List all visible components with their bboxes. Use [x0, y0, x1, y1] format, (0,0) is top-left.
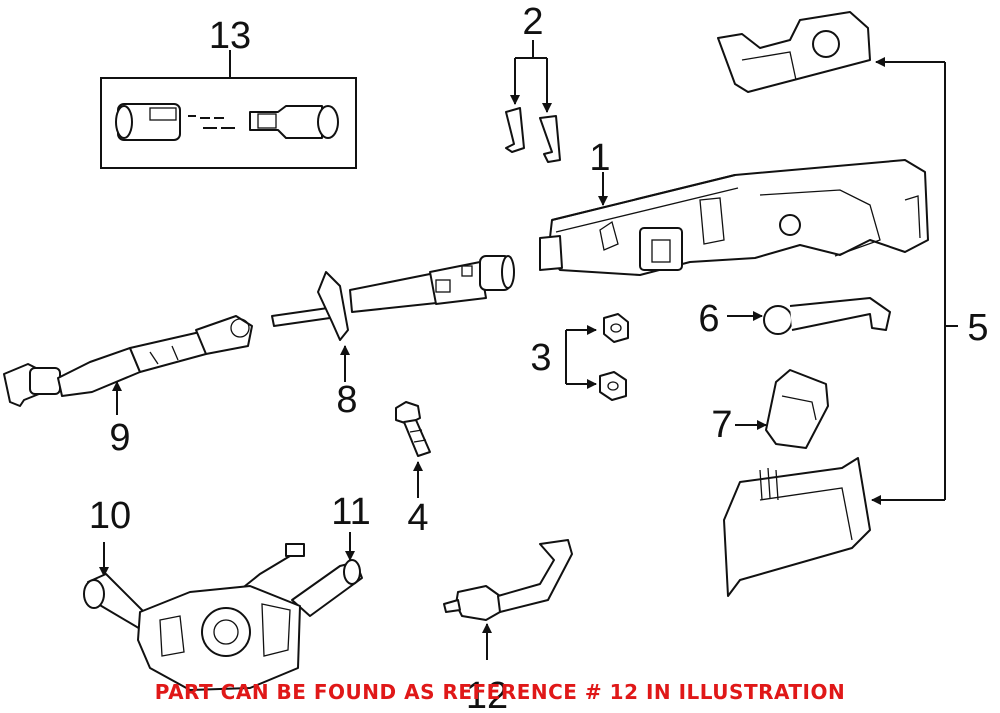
- part-13-lock-cylinder-kit: [100, 50, 357, 169]
- callout-6: 6: [698, 298, 719, 340]
- part-1-steering-column: [539, 159, 929, 276]
- part-6-bracket: [727, 297, 891, 335]
- callout-10: 10: [89, 495, 131, 537]
- callout-7: 7: [711, 404, 732, 446]
- callout-9: 9: [109, 417, 130, 459]
- callout-2: 2: [522, 1, 543, 43]
- part-8-intermediate-shaft: [271, 255, 515, 382]
- callout-11: 11: [331, 491, 370, 533]
- callout-labels: 13 2 1 5 3 6 7 8 9 4 10 11 12: [89, 1, 989, 713]
- callout-4: 4: [407, 497, 428, 539]
- reference-note: PART CAN BE FOUND AS REFERENCE # 12 IN I…: [154, 680, 846, 704]
- part-9-lower-shaft: [3, 315, 253, 415]
- callout-8: 8: [336, 379, 357, 421]
- part-4-bolt: [395, 401, 431, 498]
- part-7-module: [735, 369, 829, 449]
- callout-3: 3: [530, 337, 551, 379]
- part-5-column-shrouds: [717, 11, 958, 597]
- callout-12: 12: [466, 675, 508, 713]
- callout-1: 1: [589, 137, 610, 179]
- part-2-clips: [505, 40, 561, 163]
- part-3-nuts: [565, 313, 629, 401]
- part-10-11-multifunction-switch: [83, 532, 363, 691]
- part-12-tilt-lever: [443, 539, 573, 660]
- callout-13: 13: [209, 15, 251, 57]
- callout-5: 5: [967, 307, 988, 349]
